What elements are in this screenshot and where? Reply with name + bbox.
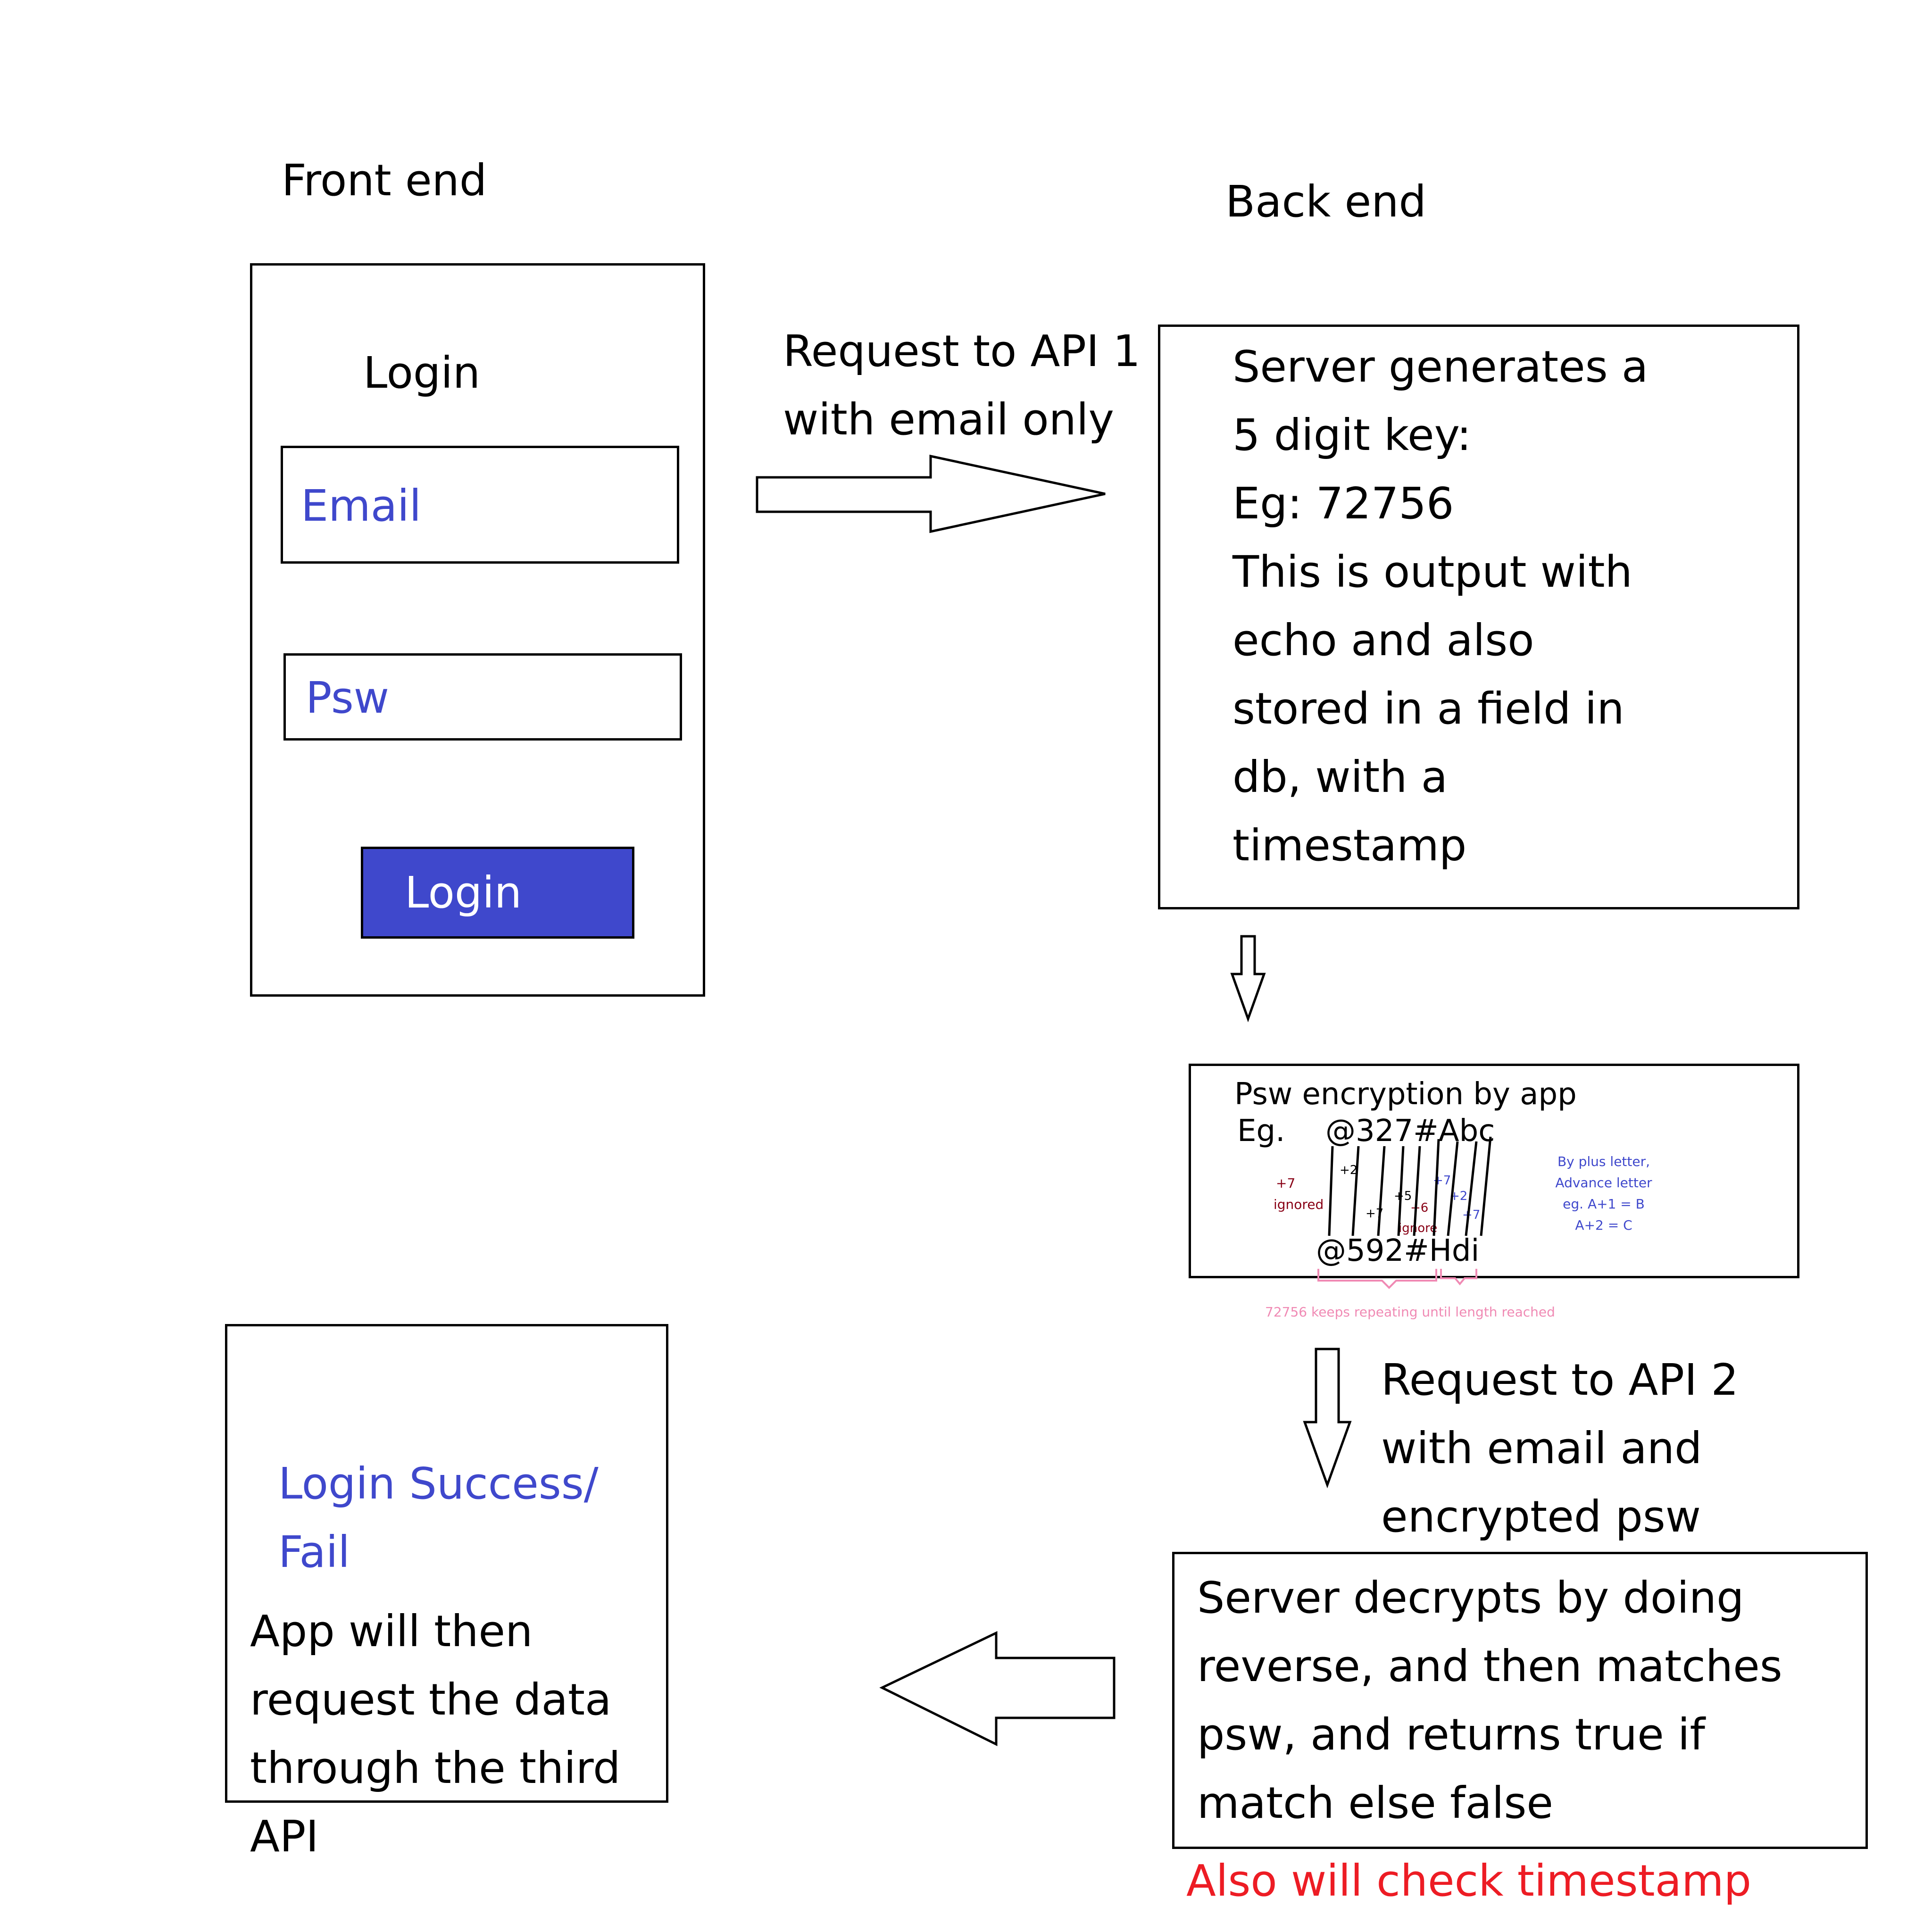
login-status-line: Login Success/ (278, 1458, 599, 1509)
key-repeat-braces (1317, 1269, 1477, 1289)
right-arrow (756, 454, 1106, 533)
key-repeat-note: 72756 keeps repeating until length reach… (1265, 1304, 1555, 1320)
left-arrow (879, 1631, 1116, 1747)
server-decrypt-line: Server decrypts by doing (1197, 1573, 1744, 1623)
server-decrypt-box: Server decrypts by doing reverse, and th… (1172, 1552, 1868, 1849)
plain-password: @327#Abc (1325, 1114, 1495, 1149)
server-generate-line: timestamp (1232, 820, 1467, 871)
front-end-title: Front end (282, 155, 487, 206)
ignore-offset-label: +6 (1410, 1201, 1429, 1215)
follow-up-line: request the data (250, 1674, 612, 1725)
request-api1-line1: Request to API 1 (783, 326, 1141, 376)
login-card: Login Email Psw Login (250, 263, 705, 997)
server-generate-line: 5 digit key: (1232, 410, 1472, 460)
cipher-password: @592#Hdi (1316, 1233, 1480, 1268)
letter-advance-note: By plus letter, (1557, 1154, 1650, 1169)
letter-offset-label: +7 (1462, 1208, 1481, 1222)
letter-advance-note: Advance letter (1555, 1175, 1652, 1191)
letter-advance-note: A+2 = C (1575, 1217, 1632, 1233)
server-generate-line: db, with a (1232, 752, 1448, 802)
server-generate-line: stored in a field in (1232, 683, 1624, 734)
request-api2-line1: Request to API 2 (1381, 1355, 1739, 1405)
ignored-offset-label: +7 (1276, 1175, 1296, 1191)
request-api2-line2: with email and (1381, 1423, 1702, 1474)
digit-offset-label: +5 (1394, 1189, 1412, 1203)
email-field[interactable]: Email (281, 446, 679, 564)
ignore-label: ignore (1399, 1221, 1438, 1235)
login-heading: Login (363, 348, 481, 398)
encryption-title: Psw encryption by app (1234, 1077, 1577, 1112)
email-placeholder: Email (301, 481, 422, 531)
digit-offset-label: +2 (1340, 1163, 1358, 1177)
request-api1-line2: with email only (783, 394, 1114, 445)
down-arrow-large (1303, 1348, 1352, 1489)
server-decrypt-line: reverse, and then matches (1197, 1641, 1782, 1691)
login-status-line: Fail (278, 1527, 350, 1577)
server-generate-box: Server generates a 5 digit key: Eg: 7275… (1158, 325, 1799, 909)
ignored-label: ignored (1274, 1197, 1324, 1212)
back-end-title: Back end (1225, 176, 1426, 227)
follow-up-line: App will then (250, 1606, 533, 1657)
result-card (225, 1324, 668, 1803)
server-decrypt-line: match else false (1197, 1778, 1554, 1828)
encryption-mapping-lines (1328, 1136, 1492, 1236)
login-button[interactable]: Login (361, 847, 634, 939)
server-generate-line: echo and also (1232, 615, 1534, 666)
encryption-eg-label: Eg. (1237, 1114, 1285, 1149)
login-button-label: Login (405, 867, 522, 918)
server-decrypt-line: psw, and returns true if (1197, 1709, 1705, 1760)
password-field[interactable]: Psw (283, 653, 682, 741)
server-generate-line: Eg: 72756 (1232, 478, 1454, 529)
server-generate-line: This is output with (1232, 547, 1632, 597)
timestamp-check-note: Also will check timestamp (1186, 1856, 1751, 1906)
letter-advance-note: eg. A+1 = B (1563, 1196, 1645, 1212)
password-placeholder: Psw (306, 673, 390, 723)
request-api2-line3: encrypted psw (1381, 1491, 1701, 1542)
follow-up-line: API (250, 1811, 319, 1862)
encryption-box (1189, 1064, 1799, 1278)
down-arrow-small (1230, 935, 1266, 1023)
server-generate-line: Server generates a (1232, 341, 1649, 392)
follow-up-line: through the third (250, 1743, 621, 1793)
